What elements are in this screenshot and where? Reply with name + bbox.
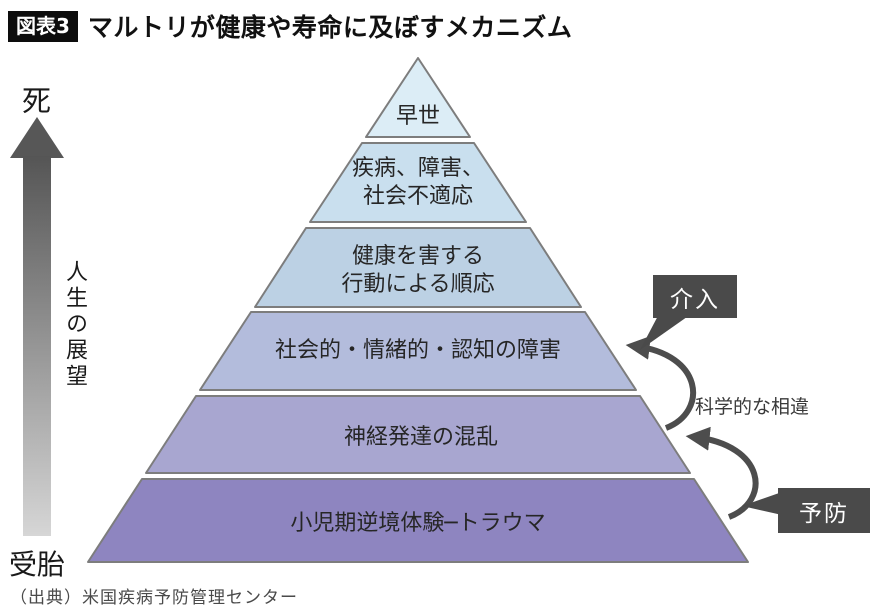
prevention-callout-tail xyxy=(742,492,782,515)
intervention-callout-tail xyxy=(640,312,694,350)
figure-number-badge: 図表3 xyxy=(8,10,78,42)
intervention-callout: 介入 xyxy=(653,275,737,318)
level-3-line-1: 健康を害する xyxy=(351,244,484,269)
pyramid-level-2-label: 疾病、障害、 社会不適応 xyxy=(352,155,484,211)
level-5-line: 神経発達の混乱 xyxy=(343,425,499,450)
scientific-gap-note: 科学的な相違 xyxy=(695,396,810,418)
pyramid-level-2-shape xyxy=(309,142,527,223)
pyramid-level-3-label: 健康を害する 行動による順応 xyxy=(341,243,494,299)
level-3-line-2: 行動による順応 xyxy=(341,272,495,297)
level-2-line-2: 社会不適応 xyxy=(362,184,474,209)
level-4-line: 社会的・情緒的・認知の障害 xyxy=(274,338,562,363)
pyramid-level-6-shape xyxy=(87,478,749,563)
pyramid-level-5-shape xyxy=(145,395,691,474)
pyramid-level-1-shape xyxy=(365,57,471,138)
figure-header: 図表3 マルトリが健康や寿命に及ぼすメカニズム xyxy=(8,8,572,44)
pyramid-level-3-shape xyxy=(254,227,582,308)
pyramid-level-4-shape xyxy=(199,311,637,391)
pyramid-level-6-label: 小児期逆境体験─トラウマ xyxy=(290,510,545,538)
life-axis-arrow-shaft xyxy=(23,156,51,536)
level-1-line: 早世 xyxy=(395,104,441,129)
axis-life-outlook-label: 人生の展望 xyxy=(62,260,87,390)
pyramid-level-1-label: 早世 xyxy=(396,103,440,131)
figure-title: マルトリが健康や寿命に及ぼすメカニズム xyxy=(87,13,573,42)
prevention-callout: 予防 xyxy=(778,488,870,533)
intervention-arrow xyxy=(625,335,697,431)
prevention-arrow xyxy=(685,426,759,520)
axis-death-label: 死 xyxy=(22,84,52,118)
life-axis-arrowhead xyxy=(10,117,64,158)
level-2-line-1: 疾病、障害、 xyxy=(351,156,485,181)
pyramid-level-4-label: 社会的・情緒的・認知の障害 xyxy=(275,337,561,365)
level-6-line: 小児期逆境体験─トラウマ xyxy=(290,511,546,536)
source-caption: （出典）米国疾病予防管理センター xyxy=(10,588,298,608)
pyramid-level-5-label: 神経発達の混乱 xyxy=(344,424,498,452)
axis-conception-label: 受胎 xyxy=(9,548,66,581)
